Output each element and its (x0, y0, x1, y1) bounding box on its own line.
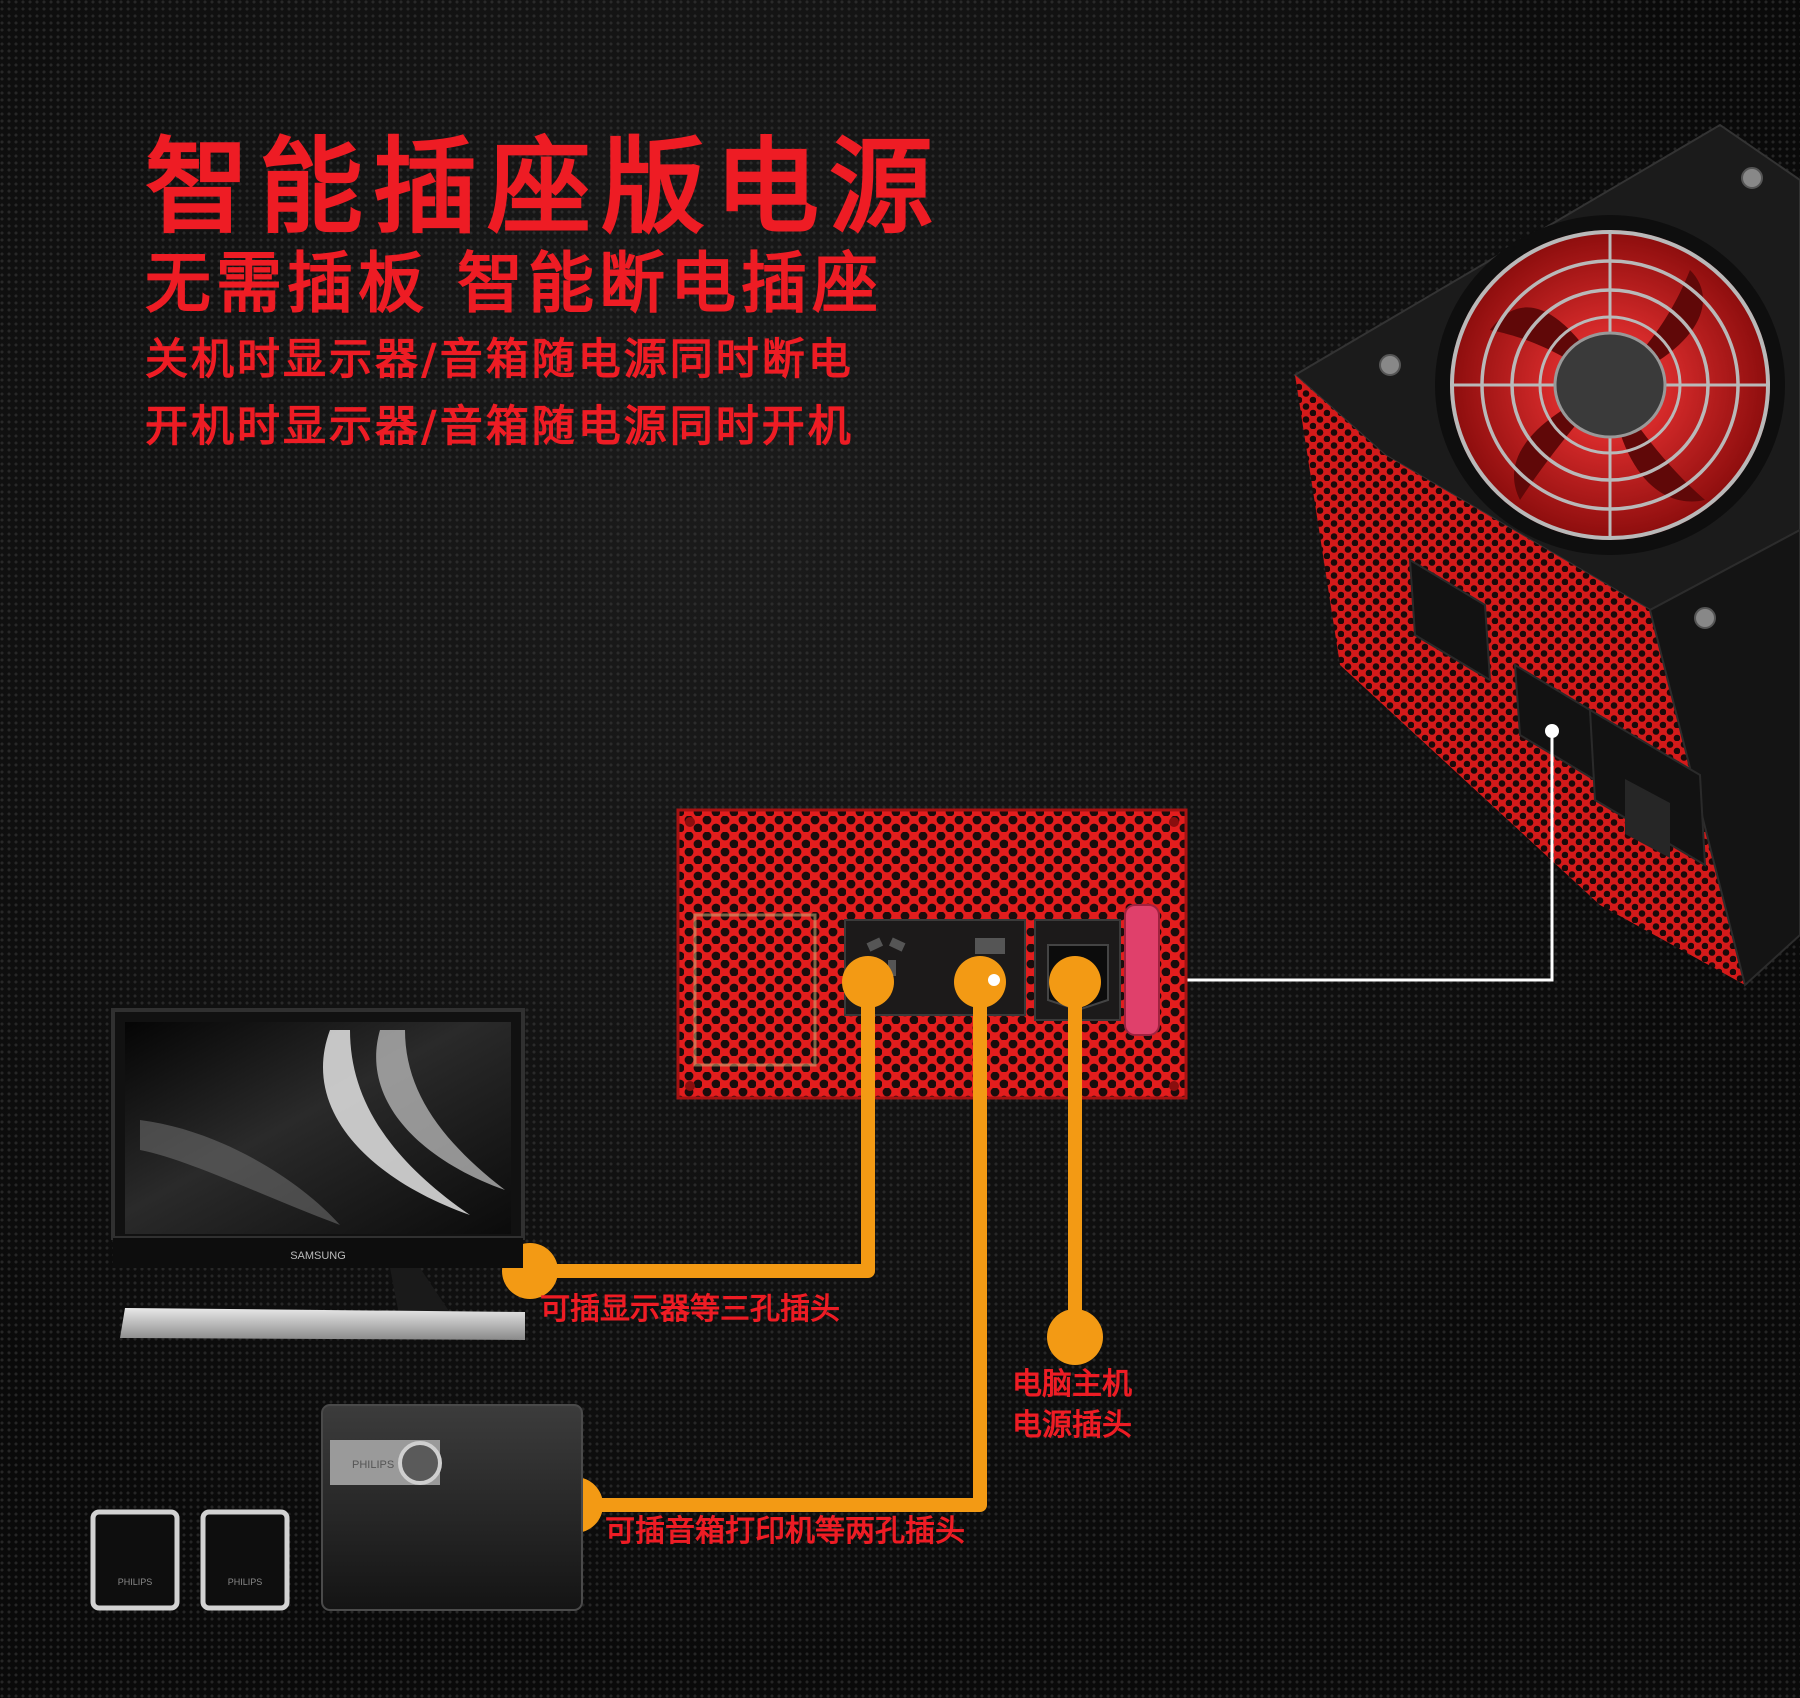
headline-block: 智能插座版电源 无需插板 智能断电插座 关机时显示器/音箱随电源同时断电 开机时… (145, 135, 1005, 449)
feature-line-power-off: 关机时显示器/音箱随电源同时断电 (145, 335, 854, 385)
callout-speaker-plug: 可插音箱打印机等两孔插头 (605, 1514, 965, 1549)
monitor-icon: SAMSUNG (111, 1008, 525, 1340)
psu-unit-icon (1293, 123, 1800, 987)
callout-pc-power-line1: 电脑主机 (1012, 1367, 1132, 1402)
callout-pc-power-line2: 电源插头 (1012, 1407, 1132, 1443)
feature-line-power-on: 开机时显示器/音箱随电源同时开机 (145, 402, 854, 452)
callout-monitor-plug: 可插显示器等三孔插头 (540, 1292, 840, 1327)
page-title: 智能插座版电源 (145, 126, 944, 248)
monitor-brand-label: SAMSUNG (290, 1250, 346, 1262)
subwoofer-icon: PHILIPS (321, 1404, 583, 1611)
subwoofer-brand-label: PHILIPS (352, 1459, 394, 1471)
power-switch (1124, 904, 1160, 1036)
connector-lines (530, 982, 1082, 1512)
pointer-dot-psu (1545, 724, 1559, 738)
psu-back-panel (676, 808, 1188, 1100)
speaker-left-brand-label: PHILIPS (118, 1577, 153, 1587)
speaker-icon: PHILIPS PHILIPS (90, 1509, 290, 1611)
callout-pc-power: 电脑主机 电源插头 (1012, 1365, 1132, 1446)
page-subtitle: 无需插板 智能断电插座 (145, 245, 883, 322)
speaker-right-brand-label: PHILIPS (228, 1577, 263, 1587)
fan-grill-icon (1379, 167, 1785, 629)
